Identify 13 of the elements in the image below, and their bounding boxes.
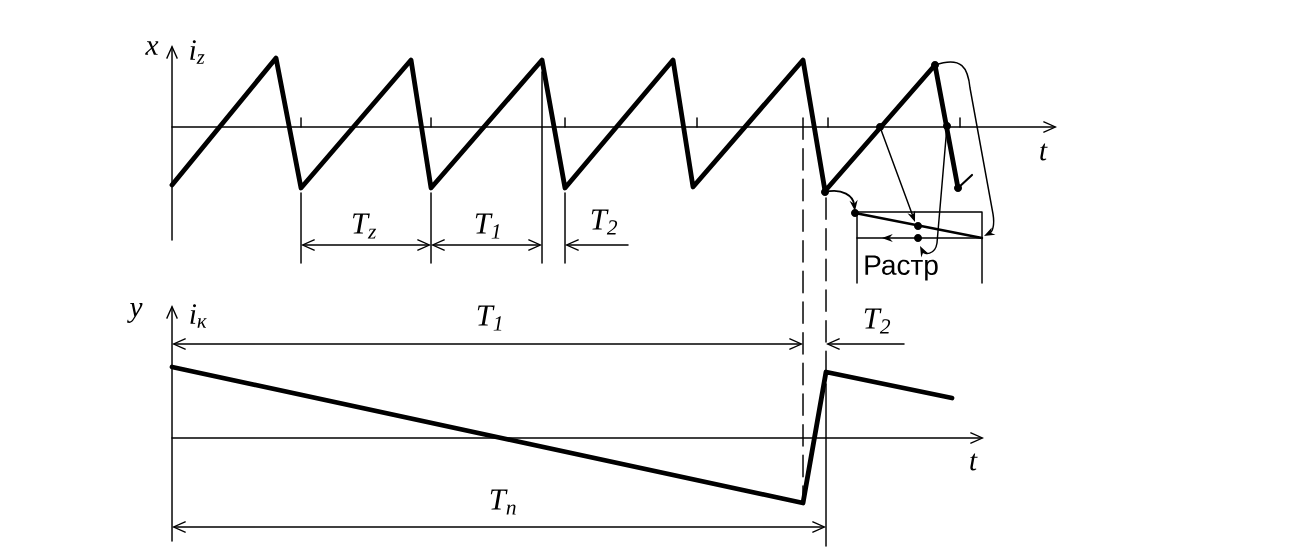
interval-label: T$_{2}$ — [591, 209, 618, 235]
axis-label: i$_{к}$ — [190, 304, 207, 328]
raster-label: Растр — [865, 255, 938, 281]
axis-label: y — [127, 303, 143, 323]
interval-label: T$_{z}$ — [353, 213, 377, 239]
interval-label: T$_{2}$ — [864, 308, 891, 334]
axis-label: x — [145, 41, 159, 55]
interval-label: T$_{n}$ — [490, 489, 516, 515]
axis-label: t — [970, 453, 978, 471]
interval-label: T$_{1}$ — [475, 213, 500, 239]
axis-label: i$_{z}$ — [190, 40, 205, 64]
interval-label: T$_{1}$ — [477, 305, 502, 331]
axis-label: t — [1040, 143, 1048, 161]
